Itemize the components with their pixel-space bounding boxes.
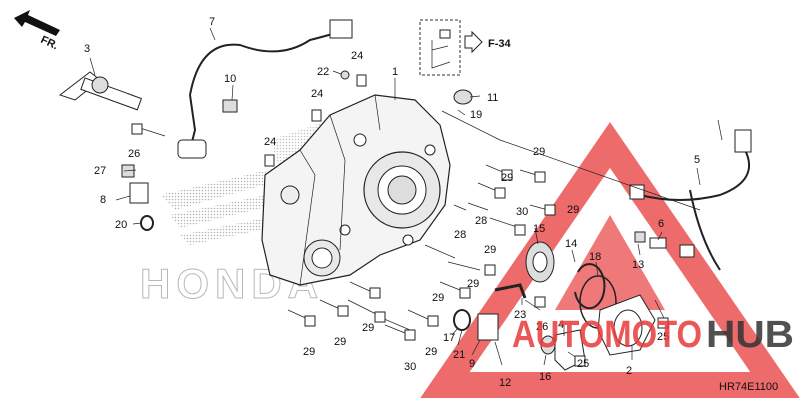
washer-16 xyxy=(540,335,556,355)
callout-c25a: 25 xyxy=(577,358,589,370)
bolts xyxy=(131,123,669,367)
callout-c28b: 28 xyxy=(454,229,466,241)
callout-c2: 2 xyxy=(626,365,632,377)
watermark-brand-red: AUTOMOTO xyxy=(512,314,702,356)
callout-c29g: 29 xyxy=(334,336,346,348)
callout-c29h: 29 xyxy=(425,346,437,358)
callout-c30a: 30 xyxy=(516,206,528,218)
snap-ring xyxy=(574,263,606,310)
shift-spindle xyxy=(58,71,143,111)
callout-c29i: 29 xyxy=(303,346,315,358)
callout-c9: 9 xyxy=(469,358,475,370)
callout-c29c: 29 xyxy=(567,204,579,216)
callout-c14: 14 xyxy=(565,238,577,250)
ref-label: F-34 xyxy=(488,38,512,50)
watermark-brand-dark: HUB xyxy=(706,314,794,356)
callout-c30b: 30 xyxy=(404,361,416,373)
callout-c24b: 24 xyxy=(311,88,323,100)
callout-c1: 1 xyxy=(392,66,398,78)
dowel-24-left xyxy=(264,154,275,167)
callout-c28a: 28 xyxy=(475,215,487,227)
front-direction-arrow xyxy=(14,10,60,36)
callout-c18: 18 xyxy=(589,251,601,263)
callout-c13: 13 xyxy=(632,259,644,271)
ref-arrow-icon xyxy=(464,30,483,54)
plug-10 xyxy=(222,99,238,113)
switch-6 xyxy=(649,237,667,249)
callout-c29e: 29 xyxy=(432,292,444,304)
callout-c15: 15 xyxy=(533,223,545,235)
callout-c12: 12 xyxy=(499,377,511,389)
callout-c22: 22 xyxy=(317,66,329,78)
callout-c11: 11 xyxy=(487,92,498,104)
ref-bracket xyxy=(431,40,451,69)
callout-c24c: 24 xyxy=(264,136,276,148)
dowel-24-top xyxy=(356,74,367,87)
o-ring-20 xyxy=(140,215,154,231)
rear-crankcase-cover xyxy=(261,94,451,286)
callout-c17: 17 xyxy=(443,332,455,344)
ref-bolt xyxy=(439,29,451,39)
diagram-code: HR74E1100 xyxy=(719,381,778,393)
direction-label: FR. xyxy=(39,34,60,52)
callout-c10: 10 xyxy=(224,73,236,85)
bearing-inner xyxy=(532,251,548,273)
breather-pipe xyxy=(494,283,527,299)
callout-c27: 27 xyxy=(94,165,106,177)
callout-c6: 6 xyxy=(658,218,664,230)
callout-c29f: 29 xyxy=(362,322,374,334)
callout-c16: 16 xyxy=(539,371,551,383)
speed-sensor xyxy=(477,313,499,341)
sensor-harness xyxy=(629,119,752,271)
dowel-24-mid xyxy=(311,109,322,122)
callout-c26b: 26 xyxy=(536,321,548,333)
callout-c7: 7 xyxy=(209,16,215,28)
callout-c21: 21 xyxy=(453,349,465,361)
washer-13 xyxy=(634,231,646,243)
sensor-wire xyxy=(177,19,353,159)
leader-lines xyxy=(89,27,701,366)
callout-c29b: 29 xyxy=(501,172,513,184)
callout-labels: 1234567891011121314151617181920212223242… xyxy=(84,16,700,389)
callout-c25b: 25 xyxy=(657,331,669,343)
callout-c3: 3 xyxy=(84,43,90,55)
callout-c29j: 29 xyxy=(467,278,479,290)
reference-box xyxy=(419,19,461,76)
callout-c29d: 29 xyxy=(484,244,496,256)
cap-11 xyxy=(453,89,473,105)
callout-c19: 19 xyxy=(470,109,482,121)
washer-17 xyxy=(453,309,471,331)
callout-c26a: 26 xyxy=(128,148,140,160)
callout-c5: 5 xyxy=(694,154,700,166)
callout-c24a: 24 xyxy=(351,50,363,62)
callout-c8: 8 xyxy=(100,194,106,206)
washer-22 xyxy=(340,70,350,80)
callout-c20: 20 xyxy=(115,219,127,231)
sensor-8 xyxy=(129,182,149,204)
callout-c23: 23 xyxy=(514,309,526,321)
cover-plate xyxy=(597,294,656,356)
callout-c29a: 29 xyxy=(533,146,545,158)
callout-c4: 4 xyxy=(558,319,564,331)
